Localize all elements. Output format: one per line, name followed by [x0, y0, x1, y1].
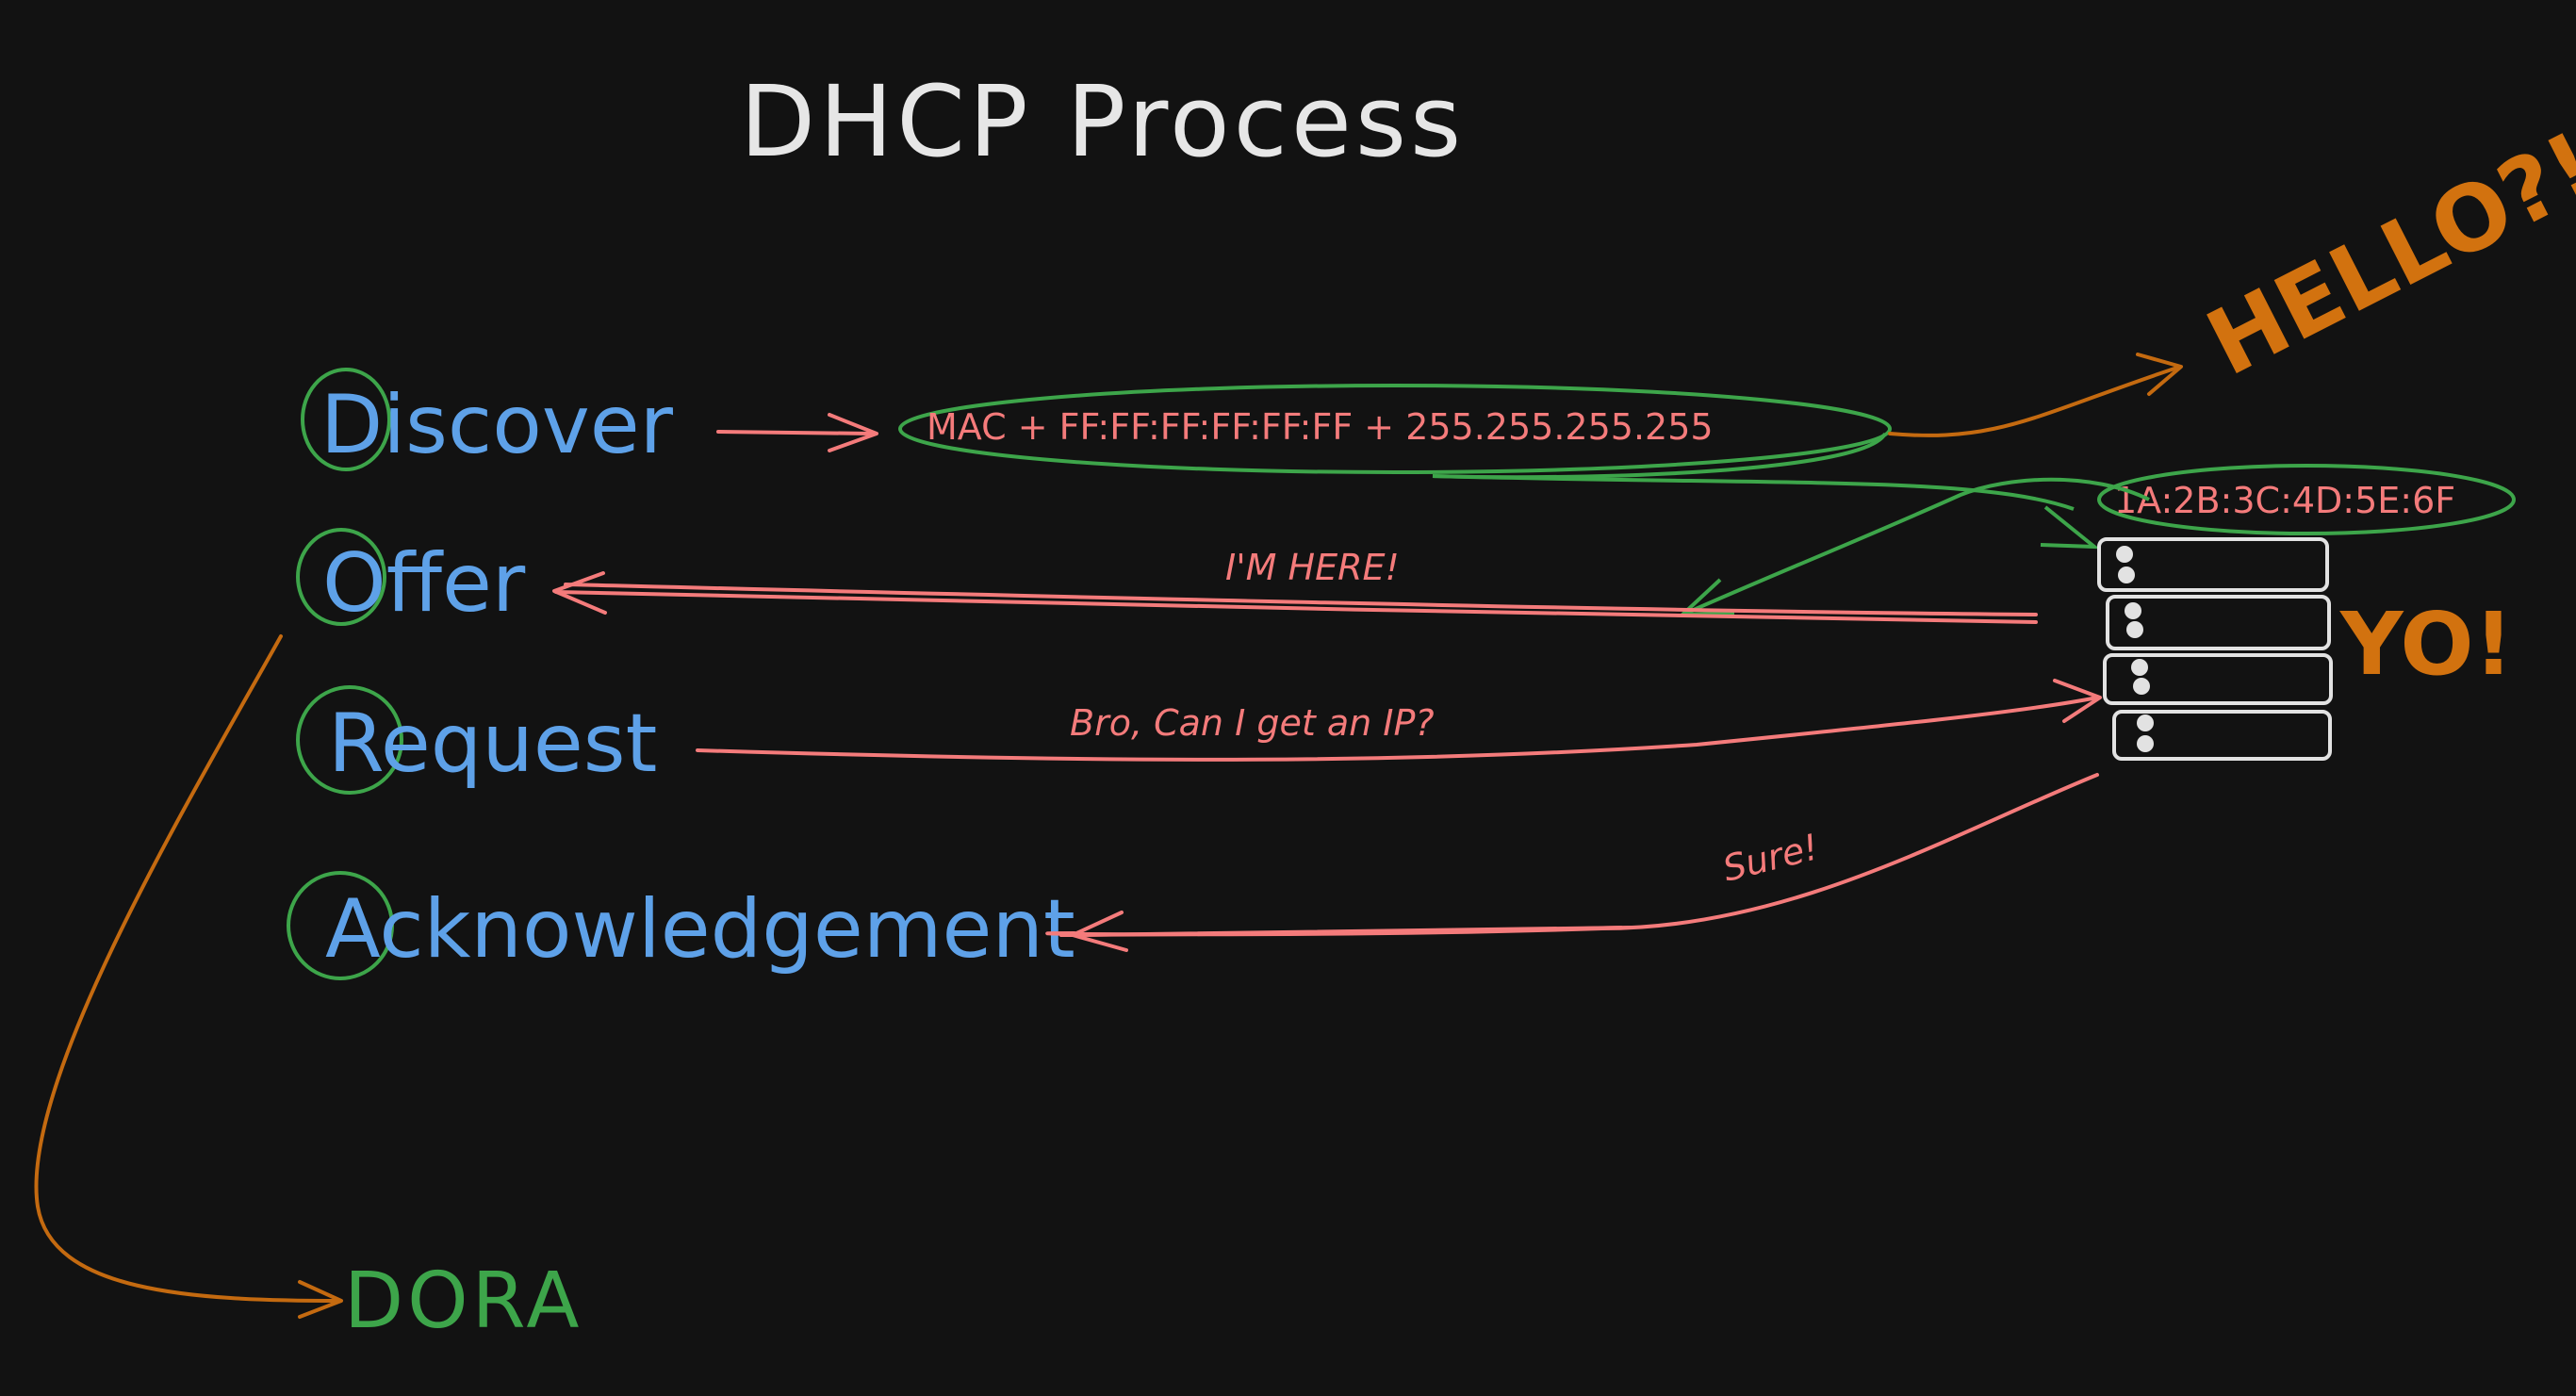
request-arrow — [696, 696, 2099, 762]
discover-arrow — [716, 430, 874, 435]
server-icon — [2097, 537, 2333, 761]
ack-arrow-main — [1073, 926, 1633, 937]
hello-shout: HELLO?! — [2191, 111, 2576, 396]
hello-arrow-head — [2136, 353, 2183, 396]
offer-arrow — [554, 590, 2038, 624]
step-offer: Offer — [322, 536, 526, 631]
dora-arrow — [34, 634, 341, 1303]
server-mac: 1A:2B:3C:4D:5E:6F — [2114, 480, 2455, 521]
ack-arrow-head — [1071, 911, 1128, 952]
hello-arrow — [1888, 366, 2179, 437]
offer-circle — [296, 528, 386, 626]
ack-arrow — [1045, 773, 2099, 937]
dora-arrow-head — [298, 1280, 343, 1319]
discover-to-server-head — [2040, 505, 2100, 550]
request-arrow-head — [2053, 679, 2102, 723]
step-request: Request — [328, 697, 657, 791]
offer-message: I'M HERE! — [1225, 547, 1400, 588]
discover-arrow-head — [828, 413, 878, 452]
acknowledgement-circle — [287, 871, 394, 980]
offer-arrow-head — [552, 571, 607, 615]
yo-shout: YO! — [2339, 594, 2514, 695]
dora-acronym: DORA — [344, 1256, 582, 1346]
discover-payload: MAC + FF:FF:FF:FF:FF:FF + 255.255.255.25… — [927, 406, 1714, 448]
ack-message: Sure! — [1719, 826, 1823, 889]
step-discover: Discover — [320, 378, 674, 472]
discover-to-server-line — [1432, 474, 2075, 511]
request-circle — [296, 685, 403, 795]
request-message: Bro, Can I get an IP? — [1070, 702, 1435, 744]
server-mac-to-offer-line — [1686, 477, 2150, 615]
offer-arrow-2 — [564, 583, 2038, 616]
discover-payload-ellipse — [898, 384, 1892, 474]
page-title: DHCP Process — [740, 64, 1465, 179]
step-acknowledgement: Acknowledgement — [325, 882, 1075, 977]
server-mac-ellipse — [2097, 464, 2516, 535]
discover-circle — [301, 368, 391, 471]
